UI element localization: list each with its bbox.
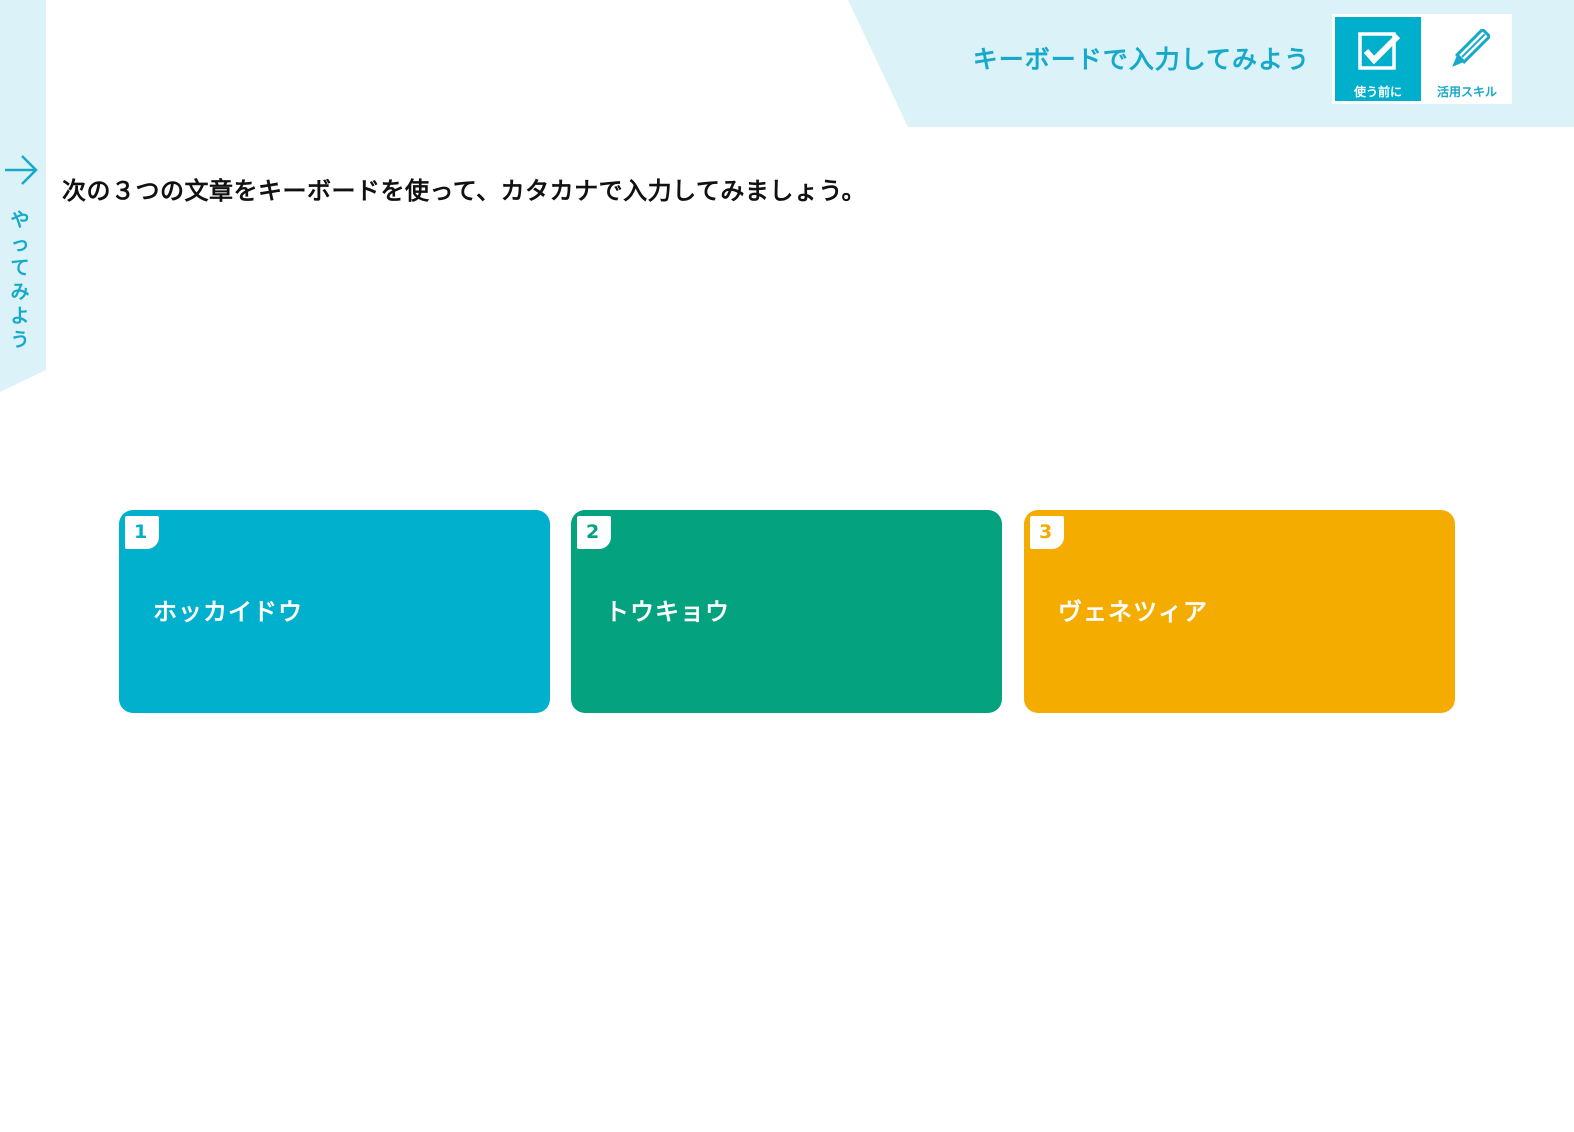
- card-word: ヴェネツィア: [1058, 598, 1208, 626]
- try-it-side-tab[interactable]: やってみよう: [0, 0, 46, 392]
- word-card-1: 1 ホッカイドウ: [119, 510, 550, 713]
- card-number-badge: 3: [1030, 516, 1064, 549]
- pencil-icon: [1452, 29, 1490, 67]
- card-number-badge: 1: [125, 516, 159, 549]
- before-use-badge-label: 使う前に: [1353, 85, 1402, 99]
- card-word: トウキョウ: [605, 598, 730, 626]
- header-badge-group: 使う前に 活用スキル: [1332, 14, 1512, 104]
- checkbox-check-icon: [1358, 32, 1401, 70]
- before-use-badge[interactable]: 使う前に: [1335, 17, 1421, 101]
- word-card-3: 3 ヴェネツィア: [1024, 510, 1455, 713]
- side-tab-label: やってみよう: [10, 209, 30, 351]
- word-card-2: 2 トウキョウ: [571, 510, 1002, 713]
- instruction-text: 次の３つの文章をキーボードを使って、カタカナで入力してみましょう。: [62, 177, 866, 205]
- card-number-badge: 2: [577, 516, 611, 549]
- applied-skills-badge-label: 活用スキル: [1436, 85, 1497, 99]
- card-word: ホッカイドウ: [153, 598, 303, 626]
- word-cards: 1 ホッカイドウ 2 トウキョウ 3 ヴェネツィア: [119, 510, 1455, 713]
- arrow-right-icon: [5, 155, 38, 185]
- page-title: キーボードで入力してみよう: [972, 45, 1310, 74]
- side-tab-background: [0, 0, 46, 392]
- applied-skills-badge[interactable]: 活用スキル: [1424, 17, 1510, 101]
